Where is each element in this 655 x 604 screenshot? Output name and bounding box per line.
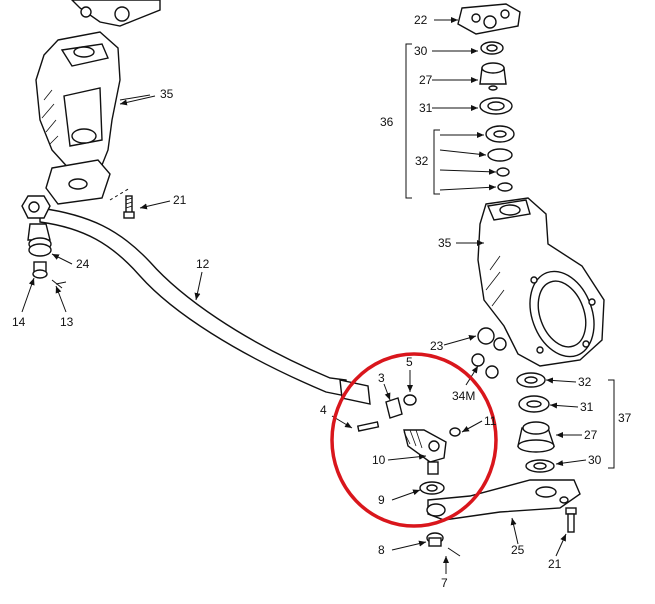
right-steering-knuckle: [477, 197, 605, 367]
label-30-top: 30: [414, 44, 428, 58]
leader-lines: [21, 17, 587, 574]
left-steering-knuckle: [35, 31, 151, 205]
label-13: 13: [60, 315, 74, 329]
group-brackets: [405, 43, 615, 469]
knuckle-hardware: [471, 327, 507, 379]
label-4: 4: [320, 403, 327, 417]
tie-rod-clamp: [356, 394, 417, 432]
label-31-bottom: 31: [580, 400, 594, 414]
lower-bolt: [565, 507, 577, 533]
label-37: 37: [618, 411, 632, 425]
label-31-top: 31: [419, 101, 433, 115]
label-23: 23: [430, 339, 444, 353]
label-34m: 34M: [452, 389, 475, 403]
left-bolt: [109, 187, 135, 219]
label-14: 14: [12, 315, 26, 329]
label-32-top: 32: [415, 154, 429, 168]
label-12: 12: [196, 257, 210, 271]
lower-ball-joint-stack: [516, 372, 555, 473]
label-3: 3: [378, 371, 385, 385]
left-steering-arm: [71, 0, 161, 27]
label-10: 10: [372, 453, 386, 467]
label-27-top: 27: [419, 73, 433, 87]
lower-nut-and-pin: [426, 532, 461, 557]
label-22: 22: [414, 13, 428, 27]
label-35-right: 35: [438, 236, 452, 250]
label-32-bottom: 32: [578, 375, 592, 389]
label-8: 8: [378, 543, 385, 557]
label-11: 11: [484, 414, 497, 428]
label-24: 24: [76, 257, 90, 271]
label-35-left: 35: [160, 87, 174, 101]
tie-rod-end: [403, 427, 461, 495]
label-21-left: 21: [173, 193, 187, 207]
label-21-right: 21: [548, 557, 562, 571]
left-tie-rod-end: [27, 223, 67, 289]
tie-rod: [21, 195, 371, 405]
label-5: 5: [406, 355, 413, 369]
label-36: 36: [380, 115, 394, 129]
label-27-bottom: 27: [584, 428, 598, 442]
label-9: 9: [378, 493, 385, 507]
highlight-circle: [330, 352, 498, 528]
label-7: 7: [441, 576, 448, 590]
upper-ball-joint-stack: [479, 41, 515, 192]
upper-steering-arm: [457, 3, 521, 35]
label-30-bottom: 30: [588, 453, 602, 467]
callout-labels: 35 21 12 24 14 13 22 30 27 31 36 32 35 2…: [12, 13, 632, 590]
lower-steering-arm: [426, 479, 581, 521]
label-25: 25: [511, 543, 525, 557]
